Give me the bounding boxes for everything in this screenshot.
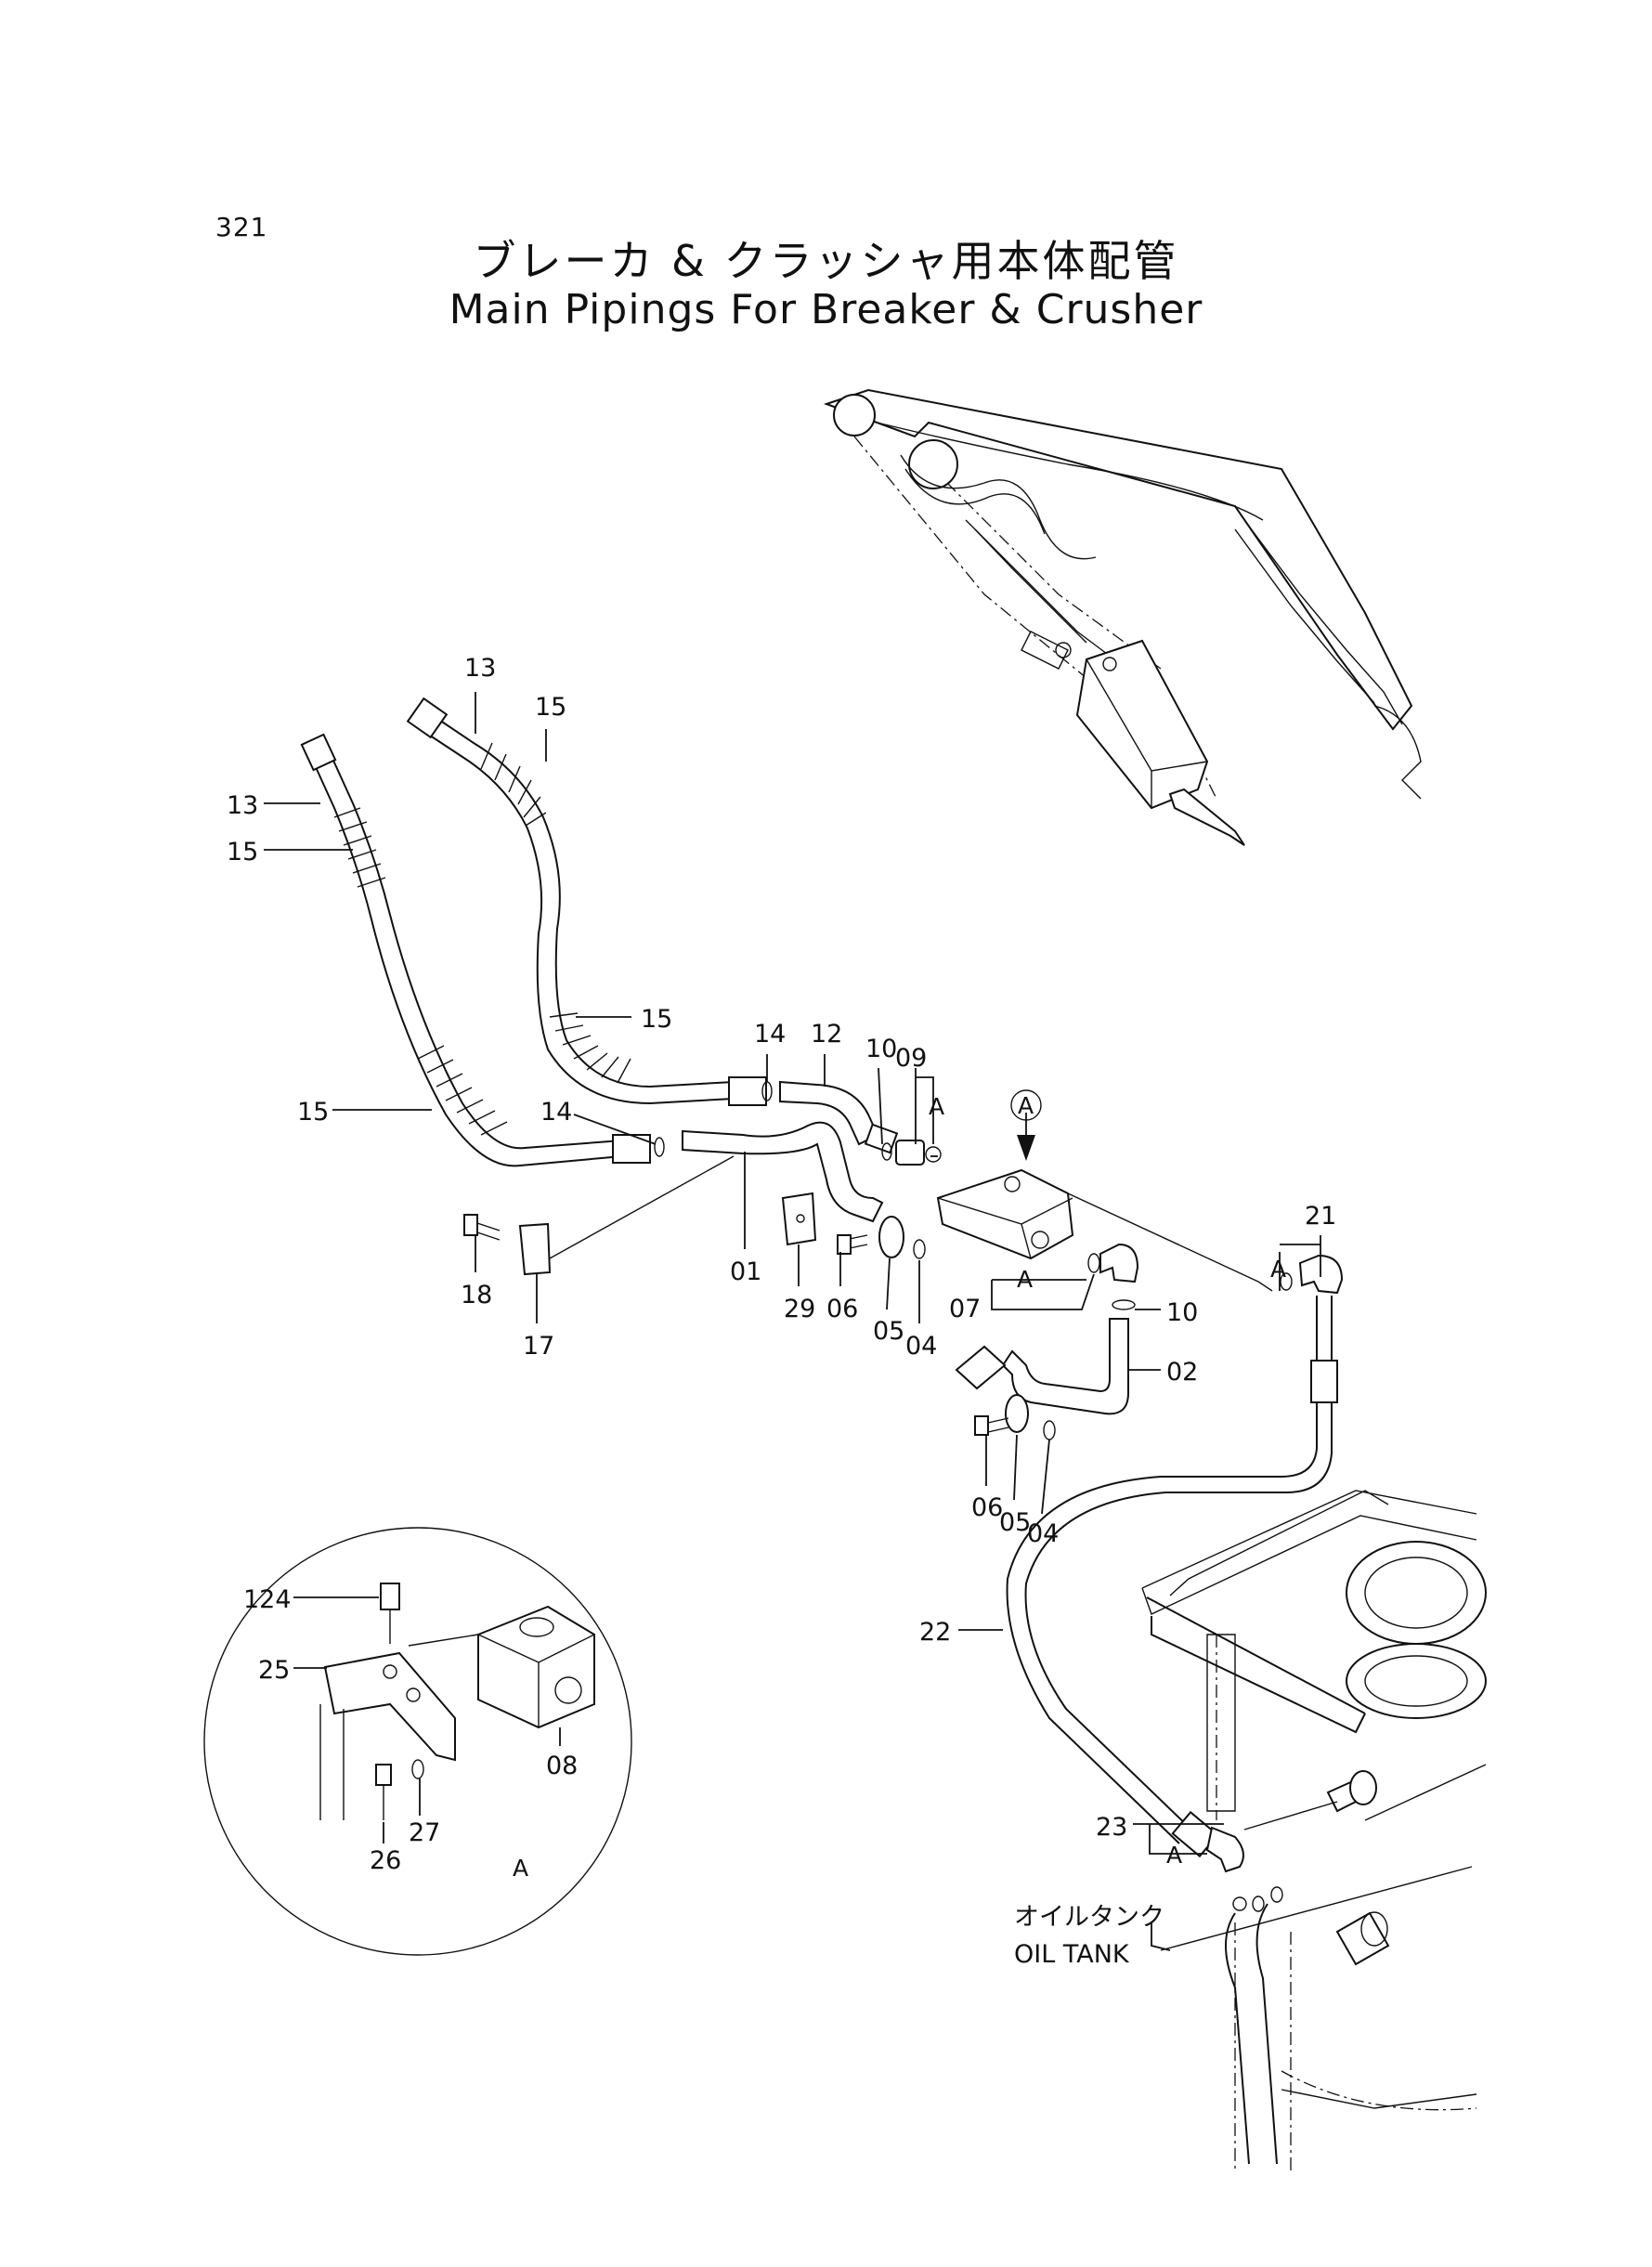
detail-view-a — [203, 1527, 632, 1956]
callout-a-2: A — [1270, 1256, 1286, 1283]
callout-15-upper: 15 — [535, 693, 566, 722]
oil-tank-label-jp: オイルタンク — [1014, 1903, 1164, 1932]
callout-10-b: 10 — [1166, 1298, 1198, 1327]
callout-22: 22 — [919, 1618, 951, 1647]
callout-04-b: 04 — [1027, 1519, 1059, 1548]
oil-tank-label-en: OIL TANK — [1014, 1940, 1130, 1969]
callout-13-lower: 13 — [227, 791, 258, 820]
hose-assembly-left — [300, 697, 767, 1167]
callout-a-3: A — [1017, 1266, 1033, 1293]
callout-a-1: A — [929, 1093, 944, 1120]
callout-06-b: 06 — [971, 1493, 1003, 1522]
callout-18: 18 — [461, 1281, 492, 1309]
callout-15-lower: 15 — [227, 838, 258, 866]
callout-04-a: 04 — [905, 1332, 937, 1361]
callout-15-left: 15 — [297, 1098, 329, 1127]
callout-124: 124 — [243, 1585, 292, 1614]
callout-02: 02 — [1166, 1358, 1198, 1387]
callout-12: 12 — [811, 1020, 842, 1049]
callout-a-4: A — [1166, 1842, 1182, 1869]
leader-lines — [264, 692, 1321, 1951]
callout-15-mid: 15 — [641, 1005, 672, 1034]
pipe-fittings-center — [463, 1080, 1273, 1440]
callout-10-a: 10 — [865, 1035, 897, 1063]
detail-label-a: A — [513, 1855, 528, 1882]
callout-29: 29 — [784, 1295, 815, 1323]
callout-01: 01 — [730, 1257, 761, 1286]
callout-07: 07 — [949, 1295, 981, 1323]
oil-tank-area — [1006, 1254, 1487, 2173]
title-english: Main Pipings For Breaker & Crusher — [449, 286, 1203, 333]
callout-14-b: 14 — [540, 1098, 572, 1127]
callout-17: 17 — [523, 1332, 554, 1361]
title-japanese: ブレーカ & クラッシャ用本体配管 — [473, 236, 1179, 286]
callout-06-a: 06 — [826, 1295, 858, 1323]
page-number: 321 — [215, 212, 268, 242]
callout-21: 21 — [1305, 1202, 1336, 1231]
boom-arm-overview — [823, 388, 1422, 846]
callout-05-b: 05 — [999, 1508, 1031, 1537]
callout-23: 23 — [1096, 1813, 1127, 1842]
view-marker-a: A — [1018, 1092, 1034, 1119]
callout-08: 08 — [546, 1752, 578, 1780]
callout-27: 27 — [409, 1818, 440, 1847]
callout-13-upper: 13 — [464, 654, 496, 683]
callout-14-a: 14 — [754, 1020, 786, 1049]
callout-26: 26 — [370, 1846, 401, 1875]
callout-25: 25 — [258, 1656, 290, 1685]
callout-09: 09 — [895, 1044, 927, 1073]
callouts: 13 15 13 15 15 15 14 12 10 09 A 14 21 A … — [227, 654, 1336, 1969]
callout-05-a: 05 — [873, 1317, 904, 1346]
